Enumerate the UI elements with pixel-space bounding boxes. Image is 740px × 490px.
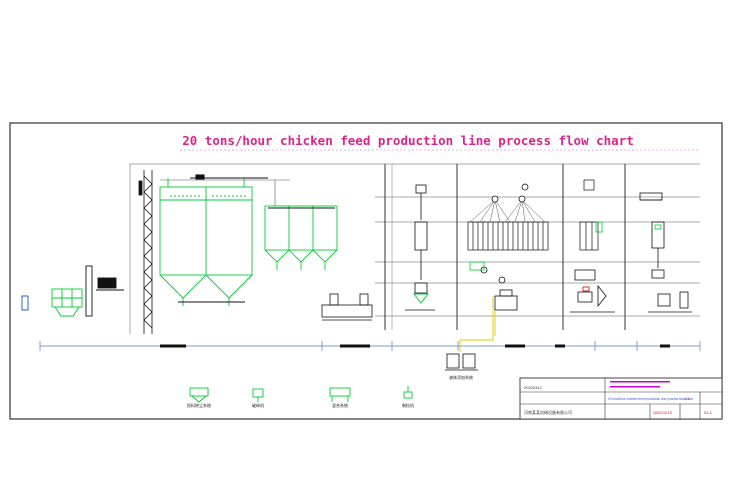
- mixer-station-hopper-icon: [469, 261, 485, 271]
- title-block-company: 河南某某机械设备有限公司: [524, 409, 572, 415]
- pellet-mill-legend-icon: [403, 386, 413, 399]
- title-block-date: 2020.03.12: [653, 411, 672, 415]
- legend-label-dust-collector: 投料除尘系统: [187, 402, 211, 408]
- column-4-green-icon: [595, 221, 603, 233]
- silo-top-conveyor-icon: [190, 174, 268, 180]
- ingredient-bins-icon: [264, 205, 338, 270]
- packing-line-icon: [639, 192, 692, 313]
- title-block-frame: [519, 377, 723, 420]
- title-block-drawing-title: 20 tons/hour chicken feed production lin…: [608, 397, 693, 401]
- raw-material-silos-icon: [159, 178, 253, 306]
- crusher-icon: [252, 388, 264, 402]
- title-block-project-no: 20200312: [524, 385, 543, 390]
- left-marker-icon: [21, 295, 29, 311]
- pellet-line-bins-icon: [579, 179, 599, 251]
- title-block-sheet: 01-1: [704, 410, 713, 415]
- batching-bins-group-icon: [467, 221, 549, 251]
- batching-scale-icon: [321, 293, 373, 321]
- base-axis-marks: [39, 341, 701, 351]
- base-axis-ticks: [160, 344, 670, 348]
- packing-line-green-icon: [654, 224, 662, 230]
- liquid-addition-icon: [445, 353, 478, 371]
- distributor-lines-icon: [469, 199, 546, 223]
- legend-label-crusher: 破碎机: [252, 402, 264, 408]
- legend: 投料除尘系统 破碎机 混合系统 制粒机: [187, 386, 414, 408]
- crusher-line-icon: [405, 184, 435, 311]
- drawing-frame: [9, 122, 723, 420]
- title-block-top-accent: [610, 381, 670, 388]
- pellet-mill-accent-icon: [582, 286, 590, 292]
- liquid-addition-label: 液体添加系统: [449, 374, 473, 380]
- mixer-icon: [329, 387, 351, 402]
- title-block: 20200312 河南某某机械设备有限公司 20 tons/hour chick…: [519, 377, 723, 420]
- distributor-heads-icon: [491, 183, 529, 203]
- legend-item-dust-collector: 投料除尘系统: [187, 387, 211, 408]
- intake-hopper-icon: [51, 288, 83, 317]
- diagram-title: 20 tons/hour chicken feed production lin…: [182, 133, 634, 148]
- legend-item-mixer: 混合系统: [329, 387, 351, 408]
- legend-label-pellet-mill: 制粒机: [402, 402, 414, 408]
- title-block-scale: 1:1: [684, 396, 690, 401]
- bucket-elevator-tower-icon: [138, 170, 153, 334]
- column-lines: [384, 164, 626, 330]
- pellet-mill-icon: [570, 269, 615, 313]
- legend-item-crusher: 破碎机: [252, 388, 264, 408]
- liquid-pipe-icon: [459, 296, 496, 352]
- crusher-hopper-icon: [413, 293, 429, 304]
- legend-item-pellet-mill: 制粒机: [402, 386, 414, 408]
- legend-label-mixer: 混合系统: [332, 402, 348, 408]
- mixer-station-icon: [480, 266, 518, 311]
- dust-collector-icon: [189, 387, 209, 403]
- intake-dust-collector-icon: [85, 265, 124, 317]
